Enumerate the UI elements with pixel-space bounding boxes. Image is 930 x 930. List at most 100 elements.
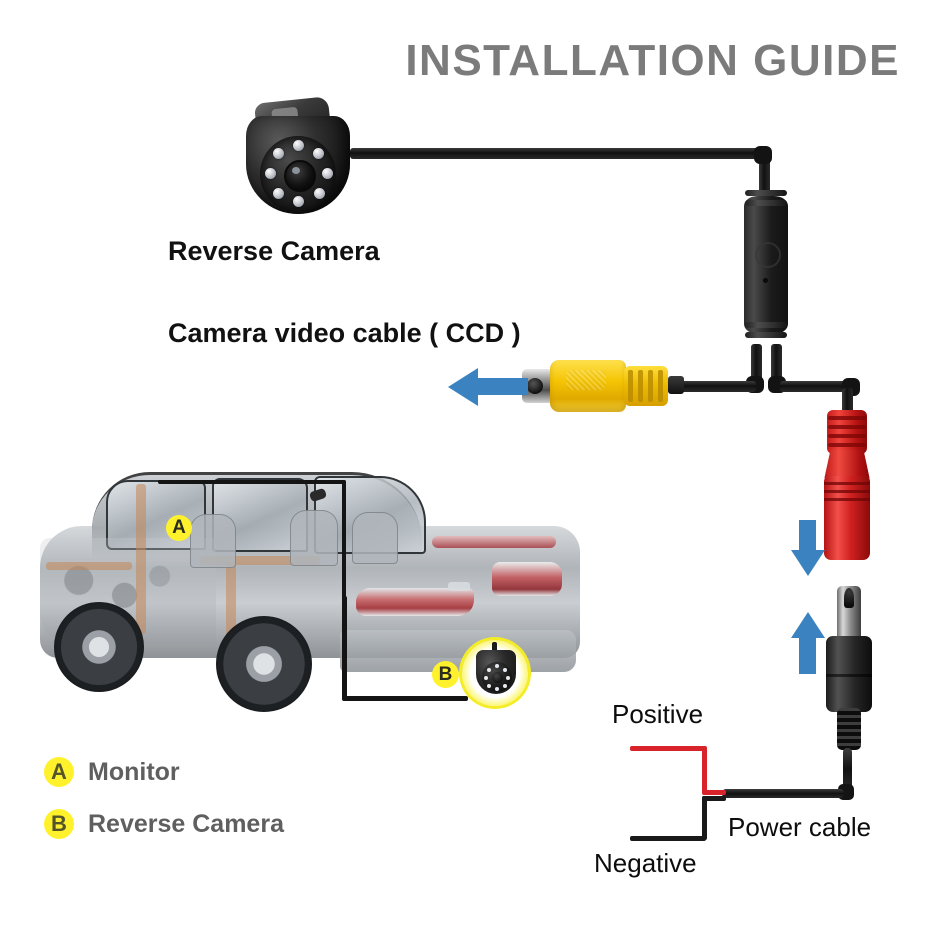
camera-cable-corner bbox=[754, 146, 772, 164]
junction-indicator-dot bbox=[763, 278, 768, 283]
camera-led-icon bbox=[314, 188, 325, 199]
marker-a-monitor: A bbox=[166, 515, 192, 541]
car-seat-front bbox=[190, 514, 236, 568]
junction-emboss-mark bbox=[755, 242, 781, 268]
car-seat-rear bbox=[290, 510, 338, 566]
car-front-wheel bbox=[54, 602, 144, 692]
rca-grip-texture bbox=[566, 370, 606, 390]
dc-female-direction-arrow-head bbox=[791, 550, 825, 576]
power-branch-vertical bbox=[842, 388, 853, 416]
mini-camera-led-icon bbox=[503, 668, 507, 672]
negative-label: Negative bbox=[594, 848, 697, 878]
reverse-camera-caption: Reverse Camera bbox=[168, 236, 380, 266]
camera-led-icon bbox=[293, 196, 304, 207]
rca-cable-tail bbox=[668, 376, 684, 394]
rca-yellow-body bbox=[550, 360, 626, 412]
mini-camera-lens bbox=[492, 672, 503, 683]
legend-badge-a: A bbox=[44, 757, 74, 787]
dc-female-fin bbox=[828, 443, 866, 447]
power-cable-horizontal-trunk bbox=[722, 789, 844, 798]
power-cable-vertical-trunk bbox=[843, 748, 852, 790]
positive-wire-vertical bbox=[702, 746, 707, 794]
legend-item-monitor: A Monitor bbox=[44, 752, 374, 792]
camera-led-icon bbox=[265, 168, 276, 179]
car-xray-body bbox=[40, 466, 580, 712]
legend-label-monitor: Monitor bbox=[88, 757, 180, 786]
cable-junction-box bbox=[744, 186, 788, 344]
camera-led-icon bbox=[313, 148, 324, 159]
black-dc-male-plug bbox=[826, 586, 872, 756]
legend-badge-b: B bbox=[44, 809, 74, 839]
negative-wire-horizontal-lower bbox=[630, 836, 706, 841]
car-routed-cable-bottom bbox=[342, 696, 468, 701]
video-branch-horizontal bbox=[676, 381, 756, 392]
mini-camera-led-icon bbox=[495, 664, 499, 668]
dc-male-strain-relief bbox=[837, 708, 861, 750]
dc-female-fin bbox=[828, 416, 866, 420]
junction-ring-top bbox=[745, 190, 787, 196]
rca-socket-hole bbox=[527, 378, 543, 394]
camera-led-icon bbox=[273, 188, 284, 199]
car-brake-light bbox=[432, 536, 556, 548]
junction-ring-top2 bbox=[745, 200, 787, 206]
dc-female-fin bbox=[828, 434, 866, 438]
red-dc-female-connector bbox=[824, 410, 870, 562]
marker-b-reverse-camera: B bbox=[432, 661, 459, 688]
mini-camera-led-icon bbox=[487, 684, 491, 688]
mini-camera-led-icon bbox=[503, 684, 507, 688]
junction-ring-bottom bbox=[745, 322, 787, 328]
rca-fin bbox=[628, 370, 633, 402]
mini-camera-led-icon bbox=[506, 676, 510, 680]
positive-wire-horizontal-upper bbox=[630, 746, 706, 751]
rca-direction-arrow-head bbox=[448, 368, 478, 406]
camera-led-icon bbox=[293, 140, 304, 151]
car-tail-light-left bbox=[356, 588, 474, 616]
dc-female-ridge bbox=[824, 498, 870, 501]
rca-direction-arrow bbox=[476, 378, 528, 395]
car-seat-rear-2 bbox=[352, 512, 398, 564]
power-cable-label: Power cable bbox=[728, 812, 872, 842]
junction-ring-bottom2 bbox=[745, 332, 787, 338]
dc-female-ridge bbox=[824, 482, 870, 485]
camera-cable-horizontal bbox=[350, 148, 770, 159]
rca-fin bbox=[658, 370, 663, 402]
camera-led-icon bbox=[322, 168, 333, 179]
camera-video-cable-caption: Camera video cable ( CCD ) bbox=[168, 318, 521, 348]
car-internal-frame bbox=[226, 562, 236, 640]
car-illustration: A B bbox=[0, 418, 610, 718]
camera-cable-elbow-down bbox=[759, 150, 770, 194]
legend-item-reverse-camera: B Reverse Camera bbox=[44, 804, 374, 844]
dc-male-seam bbox=[826, 674, 872, 677]
mini-camera-led-icon bbox=[495, 687, 499, 691]
dc-female-direction-arrow bbox=[799, 520, 816, 556]
car-routed-cable-roof bbox=[158, 480, 346, 484]
dc-male-direction-arrow bbox=[799, 638, 816, 674]
power-branch-horizontal bbox=[780, 381, 852, 392]
mini-camera-led-icon bbox=[487, 668, 491, 672]
car-internal-frame bbox=[200, 556, 320, 565]
legend: A Monitor B Reverse Camera bbox=[44, 752, 374, 856]
positive-wire-horizontal-lower bbox=[702, 790, 726, 795]
rca-fin bbox=[638, 370, 643, 402]
camera-lens bbox=[284, 160, 316, 192]
dc-female-barrel bbox=[824, 476, 870, 560]
car-rear-bumper bbox=[340, 630, 576, 672]
camera-lens-glint bbox=[292, 167, 300, 174]
yellow-rca-video-connector bbox=[522, 358, 684, 414]
negative-wire-vertical bbox=[702, 796, 707, 840]
car-routed-cable-pillar bbox=[342, 480, 346, 600]
dc-female-fin bbox=[828, 425, 866, 429]
car-internal-frame bbox=[46, 562, 132, 570]
positive-label: Positive bbox=[612, 699, 704, 729]
car-window-front bbox=[106, 480, 206, 550]
negative-wire-horizontal-upper bbox=[702, 796, 726, 801]
dc-female-cone bbox=[824, 450, 870, 480]
car-internal-frame bbox=[136, 484, 146, 634]
legend-label-reverse-camera: Reverse Camera bbox=[88, 809, 284, 838]
mini-camera-led-icon bbox=[484, 676, 488, 680]
junction-output-right-vertical bbox=[771, 344, 782, 382]
dc-female-ridge bbox=[824, 490, 870, 493]
dc-male-direction-arrow-head bbox=[791, 612, 825, 638]
car-door-handle bbox=[448, 582, 470, 591]
